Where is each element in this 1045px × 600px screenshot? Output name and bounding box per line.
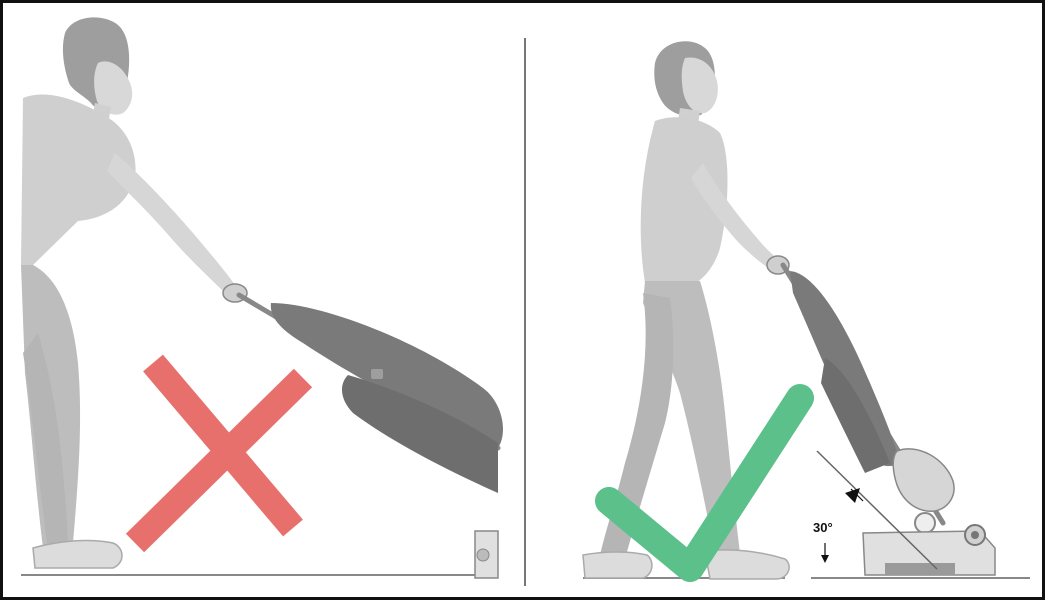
angle-label: 30° [813,520,833,535]
scrubber-machine [239,295,503,578]
panel-incorrect-posture [3,3,523,597]
cross-icon [135,363,303,543]
panel-correct-posture: 30° [525,3,1042,597]
person-leaning-figure [21,17,247,568]
incorrect-posture-illustration [3,3,523,597]
correct-posture-illustration [525,3,1042,597]
